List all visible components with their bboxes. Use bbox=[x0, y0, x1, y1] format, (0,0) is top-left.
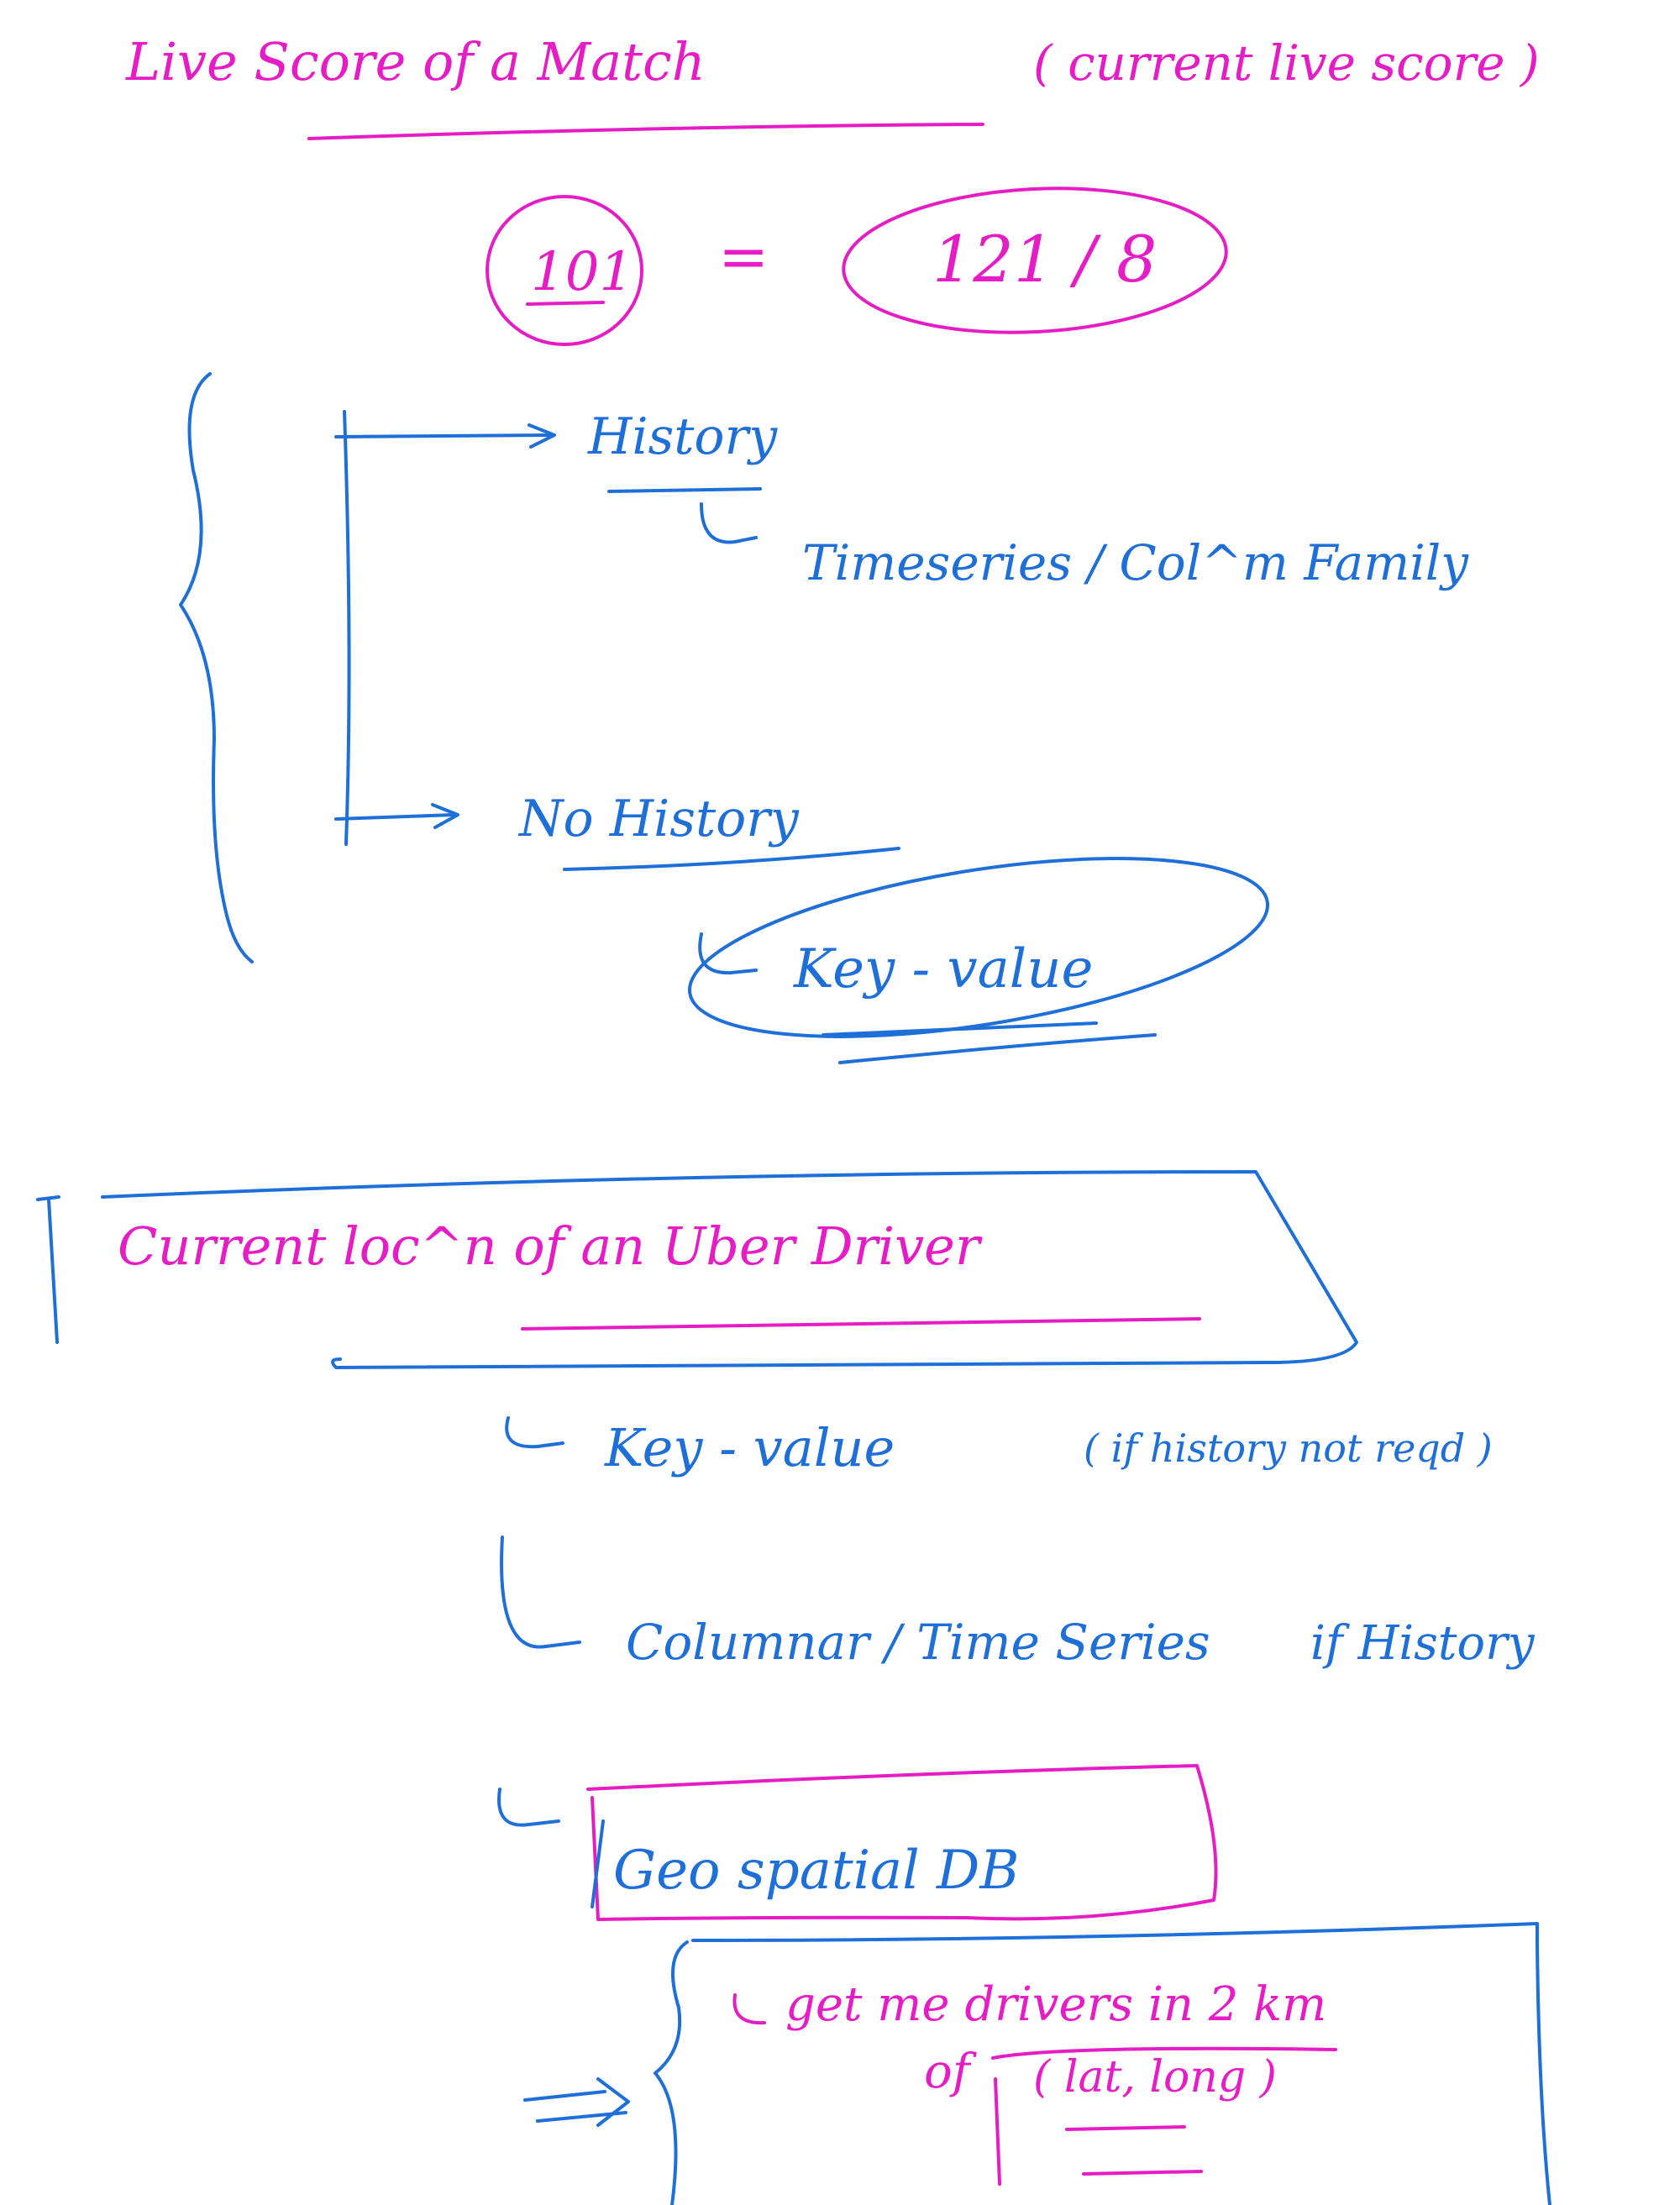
note2-title-box bbox=[101, 1170, 1358, 1369]
tree-trunk bbox=[343, 410, 351, 846]
note1-title: Live Score of a Match bbox=[125, 31, 706, 92]
history-underline bbox=[607, 487, 762, 493]
option1-hook-arrow bbox=[505, 1416, 564, 1449]
option3: Geo spatial DB bbox=[613, 1840, 1019, 1902]
option3-box bbox=[586, 1764, 1218, 1921]
query-brace bbox=[654, 1940, 689, 2205]
history-arrow bbox=[334, 433, 552, 438]
no-history-arrowhead bbox=[431, 803, 459, 829]
history-option: Timeseries / Col^m Family bbox=[802, 534, 1469, 591]
option1: Key - value bbox=[604, 1417, 895, 1478]
no-history-option: Key - value bbox=[793, 938, 1093, 1000]
query-coords: ( lat, long ) bbox=[1033, 2052, 1277, 2103]
no-history-arrow bbox=[334, 813, 455, 821]
key-value-underline-1 bbox=[822, 1021, 1098, 1037]
score-left-underline bbox=[526, 301, 605, 306]
note1-left-brace bbox=[179, 372, 254, 963]
key-value-circle bbox=[687, 857, 1270, 1038]
note1-title-underline bbox=[307, 123, 984, 140]
query-hook-arrow bbox=[732, 1993, 766, 2025]
note2-title-underline bbox=[521, 1317, 1201, 1331]
note2-bracket-mark bbox=[36, 1195, 60, 1344]
implies-arrow bbox=[523, 2077, 630, 2127]
score-left-circle bbox=[486, 195, 643, 346]
query-box bbox=[691, 1922, 1551, 2205]
query-coords-underline bbox=[1065, 2125, 1203, 2176]
option2: Columnar / Time Series bbox=[626, 1614, 1210, 1671]
option3-box-marker bbox=[591, 1819, 605, 1908]
query-line1: get me drivers in 2 km bbox=[785, 1977, 1326, 2032]
option1-note: ( if history not reqd ) bbox=[1084, 1425, 1493, 1471]
score-left: 101 bbox=[531, 241, 633, 303]
history-arrowhead bbox=[528, 423, 556, 449]
option2-hook-arrow bbox=[500, 1536, 581, 1649]
history-hook-arrow bbox=[700, 502, 758, 544]
no-history-hook-arrow bbox=[698, 932, 758, 975]
note1-subtitle: ( current live score ) bbox=[1033, 34, 1540, 92]
key-value-underline-2 bbox=[838, 1033, 1157, 1064]
score-right: 121 / 8 bbox=[932, 222, 1157, 297]
query-of: of bbox=[924, 2045, 978, 2099]
equals-sign: = bbox=[718, 221, 769, 291]
branch-no-history: No History bbox=[517, 790, 800, 848]
option3-hook-arrow bbox=[497, 1788, 560, 1827]
note2-title: Current loc^n of an Uber Driver bbox=[118, 1215, 983, 1277]
branch-history: History bbox=[587, 407, 778, 466]
no-history-underline bbox=[563, 847, 900, 871]
option2-note: if History bbox=[1310, 1616, 1536, 1671]
score-right-circle bbox=[842, 186, 1228, 334]
query-coords-bracket bbox=[991, 2046, 1337, 2186]
